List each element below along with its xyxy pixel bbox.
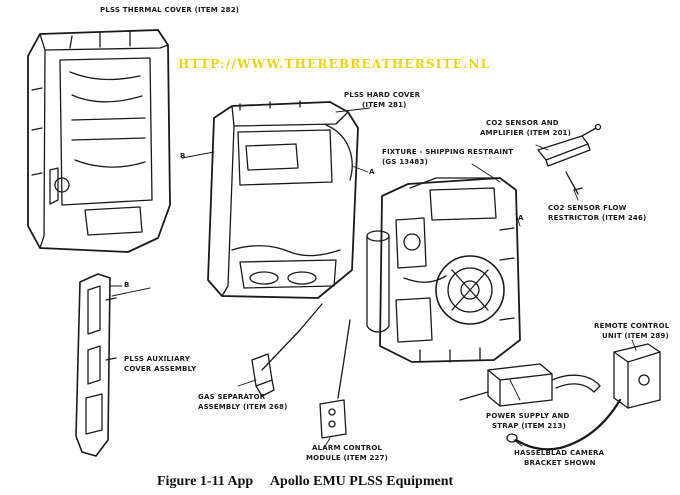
remote-control-drawing <box>506 343 661 451</box>
plss-assembly-drawing <box>366 177 521 363</box>
label-aux-cover-line1: PLSS AUXILIARY <box>124 355 191 363</box>
label-fixture-line1: FIXTURE - SHIPPING RESTRAINT <box>382 148 514 156</box>
label-aux-cover-line2: COVER ASSEMBLY <box>124 365 197 373</box>
label-co2-flow-line2: RESTRICTOR (ITEM 246) <box>548 214 647 222</box>
gas-separator-drawing <box>251 303 323 397</box>
co2-sensor-drawing <box>537 123 602 195</box>
label-power-line1: POWER SUPPLY AND <box>486 412 570 420</box>
label-co2-sensor-line1: CO2 SENSOR AND <box>486 119 559 127</box>
label-fixture-line2: (GS 13483) <box>382 158 428 166</box>
label-camera-line1: HASSELBLAD CAMERA <box>514 449 605 457</box>
watermark-url: HTTP://WWW.THEREBREATHERSITE.NL <box>178 57 491 71</box>
marker-b-aux-cover: B <box>124 281 130 289</box>
aux-cover-drawing <box>75 273 117 457</box>
figure-caption: Figure 1-11 App Apollo EMU PLSS Equipmen… <box>157 474 454 489</box>
label-alarm-line2: MODULE (ITEM 227) <box>306 454 389 462</box>
hard-cover-drawing <box>207 100 359 299</box>
label-hard-cover-line2: (ITEM 281) <box>362 101 407 109</box>
label-hard-cover-line1: PLSS HARD COVER <box>344 91 421 99</box>
label-remote-line2: UNIT (ITEM 289) <box>602 332 669 340</box>
label-alarm-line1: ALARM CONTROL <box>312 444 383 452</box>
label-thermal-cover: PLSS THERMAL COVER (ITEM 282) <box>100 6 240 14</box>
label-remote-line1: REMOTE CONTROL <box>594 322 670 330</box>
label-power-line2: STRAP (ITEM 213) <box>492 422 566 430</box>
marker-b-hard-cover: B <box>180 152 186 160</box>
power-supply-drawing <box>459 363 601 407</box>
label-gas-separator-line2: ASSEMBLY (ITEM 268) <box>198 403 288 411</box>
label-camera-line2: BRACKET SHOWN <box>524 459 596 467</box>
label-co2-sensor-line2: AMPLIFIER (ITEM 201) <box>480 129 572 137</box>
marker-a-hard-cover: A <box>369 168 375 176</box>
marker-a-assembly: A <box>518 214 524 222</box>
thermal-cover-drawing <box>27 29 171 253</box>
alarm-module-drawing <box>319 319 351 439</box>
label-co2-flow-line1: CO2 SENSOR FLOW <box>548 204 627 212</box>
leader-lines <box>109 107 637 449</box>
label-gas-separator-line1: GAS SEPARATOR <box>198 393 266 401</box>
